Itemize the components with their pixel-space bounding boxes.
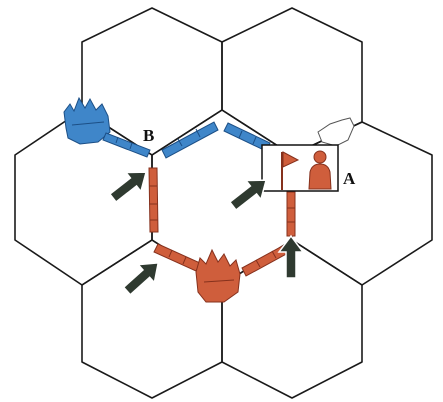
hex-grid bbox=[15, 8, 432, 398]
arrow-icon-left-lower bbox=[119, 254, 166, 300]
outline-piece bbox=[318, 118, 354, 146]
red-road-right bbox=[287, 192, 295, 236]
red-road-bottom-left bbox=[154, 244, 200, 271]
blue-road-east bbox=[162, 122, 218, 158]
arrow-icon-left-upper bbox=[106, 163, 154, 208]
red-settlement-icon bbox=[196, 250, 240, 302]
label-a: A bbox=[343, 169, 356, 188]
red-road-left bbox=[149, 168, 158, 232]
label-b: B bbox=[143, 126, 154, 145]
arrow-icon-right-up bbox=[279, 236, 303, 278]
point-a-box bbox=[262, 145, 338, 191]
blue-settlement-icon bbox=[64, 98, 110, 144]
